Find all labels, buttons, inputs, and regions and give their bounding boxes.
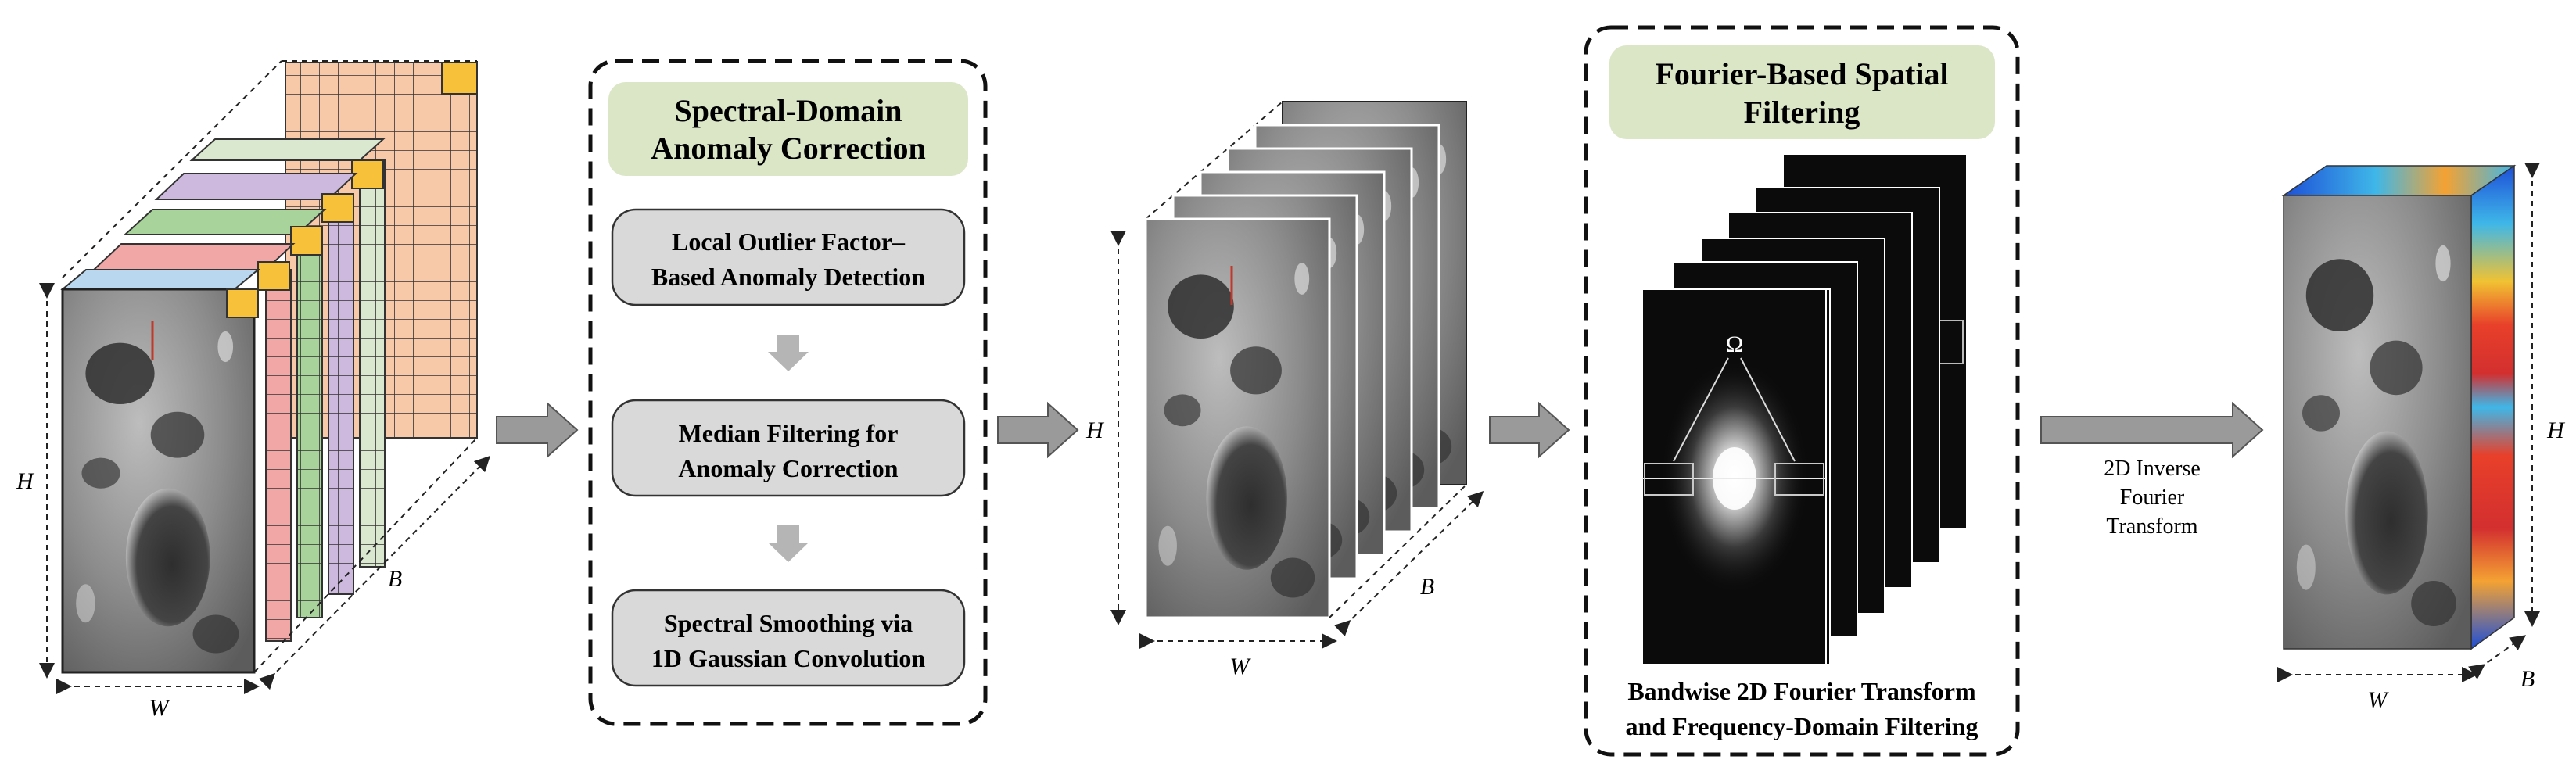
- svg-text:Spectral Smoothing via: Spectral Smoothing via: [664, 609, 913, 637]
- flow-arrow-4: 2D Inverse Fourier Transform: [2040, 401, 2264, 539]
- output-bands-dimension: B: [2468, 635, 2535, 692]
- spectral-correction-title-line1: Spectral-Domain: [674, 93, 902, 128]
- fourier-filtering-title-line1: Fourier-Based Spatial: [1655, 56, 1948, 91]
- output-width-dimension: W: [2277, 667, 2477, 713]
- svg-text:1D Gaussian Convolution: 1D Gaussian Convolution: [651, 644, 926, 672]
- stack-bands-dimension: B: [1333, 491, 1484, 637]
- step-median-filtering: Median Filtering for Anomaly Correction: [611, 399, 966, 497]
- input-moon-image: [61, 288, 259, 674]
- step-lof-detection: Local Outlier Factor– Based Anomaly Dete…: [611, 208, 966, 306]
- step-arrow-2: [768, 525, 809, 562]
- stack-width-label: W: [1230, 654, 1252, 679]
- spectral-correction-title-box: [608, 82, 968, 176]
- output-bands-label: B: [2520, 666, 2535, 692]
- flow-arrow-1: [496, 401, 579, 459]
- inverse-transform-line3: Transform: [2106, 514, 2197, 539]
- band-image-stack: [1144, 101, 1467, 619]
- svg-text:Anomaly Correction: Anomaly Correction: [678, 454, 898, 482]
- fourier-caption-line2: and Frequency-Domain Filtering: [1626, 712, 1979, 740]
- input-height-label: H: [16, 468, 35, 494]
- output-height-label: H: [2546, 417, 2566, 443]
- band-image-front: [1144, 217, 1331, 619]
- output-width-label: W: [2368, 687, 2390, 713]
- omega-label: Ω: [1726, 331, 1743, 357]
- input-hyperspectral-cube: [60, 60, 478, 674]
- stack-height-dimension: H: [1085, 231, 1126, 625]
- stack-width-dimension: W: [1139, 633, 1337, 679]
- inverse-transform-line1: 2D Inverse: [2104, 457, 2201, 481]
- svg-text:Based Anomaly Detection: Based Anomaly Detection: [651, 263, 925, 291]
- input-height-dimension: H: [16, 283, 55, 679]
- input-width-dimension: W: [56, 679, 260, 721]
- svg-text:Median Filtering for: Median Filtering for: [679, 419, 899, 447]
- step-spectral-smoothing: Spectral Smoothing via 1D Gaussian Convo…: [611, 589, 966, 687]
- output-cube: [2281, 164, 2517, 650]
- fourier-spectrum-front: Ω: [1641, 288, 1827, 665]
- stack-bands-label: B: [1420, 574, 1434, 600]
- spectral-correction-title-line2: Anomaly Correction: [651, 131, 925, 166]
- output-height-dimension: H: [2524, 163, 2566, 627]
- input-width-label: W: [149, 695, 171, 721]
- input-bands-dimension: B: [258, 455, 491, 690]
- fourier-caption-line1: Bandwise 2D Fourier Transform: [1627, 677, 1976, 705]
- output-moon-image: [2283, 195, 2472, 650]
- flow-arrow-2: [997, 401, 1079, 459]
- input-bands-label: B: [388, 566, 402, 592]
- spectral-correction-panel: Spectral-Domain Anomaly Correction Local…: [588, 59, 988, 726]
- inverse-transform-line2: Fourier: [2120, 485, 2185, 510]
- stack-height-label: H: [1085, 417, 1105, 443]
- fourier-filtering-panel: Fourier-Based Spatial Filtering Ω Ω Band…: [1584, 25, 2020, 757]
- svg-text:Local Outlier Factor–: Local Outlier Factor–: [672, 227, 906, 256]
- fourier-filtering-title-box: [1609, 45, 1995, 139]
- step-arrow-1: [768, 335, 809, 371]
- fourier-filtering-title-line2: Filtering: [1744, 95, 1860, 130]
- flow-arrow-3: [1489, 401, 1570, 459]
